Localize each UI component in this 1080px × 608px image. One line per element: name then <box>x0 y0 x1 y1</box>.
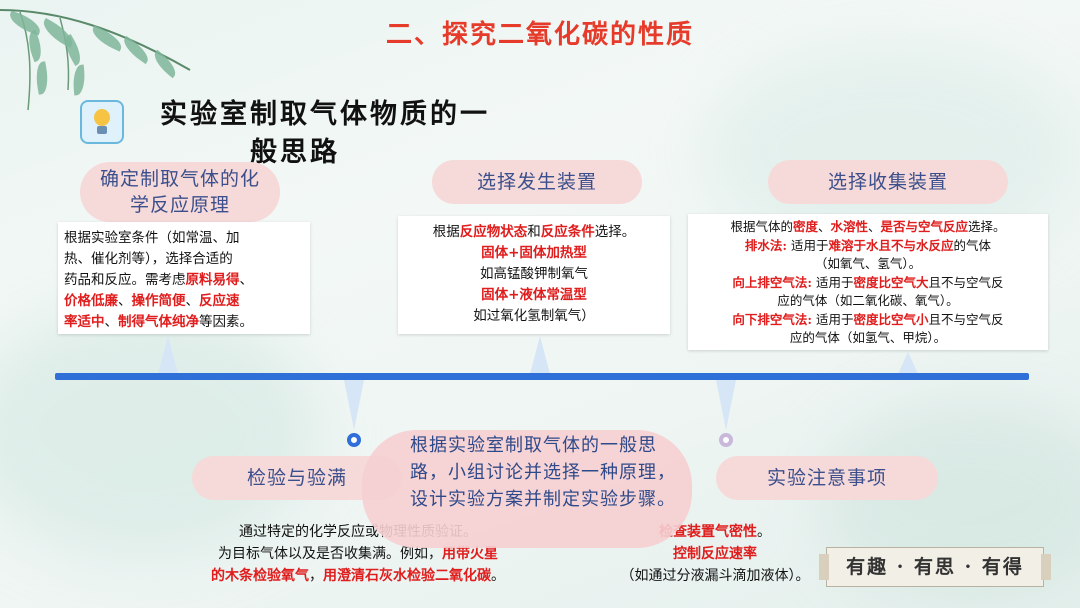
text-line: （如通过分液漏斗滴加液体）。 <box>600 565 830 587</box>
text-segment: （如通过分液漏斗滴加液体）。 <box>621 568 810 584</box>
connector-generator <box>530 336 550 374</box>
timeline-node <box>347 433 361 447</box>
connector-notes <box>716 380 736 430</box>
discussion-prompt: 根据实验室制取气体的一般思路，小组讨论并选择一种原理，设计实验方案并制定实验步骤… <box>410 432 680 513</box>
text-line: 的木条检验氧气，用澄清石灰水检验二氧化碳。 <box>158 565 558 587</box>
text-segment: ， <box>309 568 323 584</box>
connector-collector <box>898 352 918 374</box>
text-segment: 。 <box>757 524 771 540</box>
text-segment: 为目标气体以及是否收集满。例如， <box>218 546 442 562</box>
highlight-text: 用带火星 <box>442 546 498 562</box>
highlight-text: 用澄清石灰水检验二氧化碳 <box>323 568 491 584</box>
highlight-text: 的木条检验氧气 <box>211 568 309 584</box>
motto-stamp: 有趣 · 有思 · 有得 <box>826 547 1044 587</box>
highlight-text: 控制反应速率 <box>673 546 757 562</box>
step-notes-label: 实验注意事项 <box>716 456 938 500</box>
connector-principle <box>158 336 178 374</box>
text-segment: 。 <box>491 568 505 584</box>
connector-test <box>344 380 364 430</box>
timeline <box>55 373 1029 380</box>
timeline-node <box>719 433 733 447</box>
